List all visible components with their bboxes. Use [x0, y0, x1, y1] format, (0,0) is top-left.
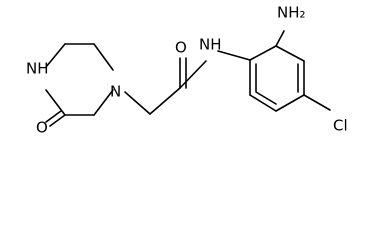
bond — [49, 114, 66, 127]
atom-label-o-ring: O — [36, 119, 48, 137]
bond — [275, 30, 285, 47]
bond — [217, 50, 251, 61]
atom-labels: NH₂ NH O NH N O Cl — [26, 4, 348, 137]
linker-chain — [124, 57, 207, 115]
piperazinone-ring — [45, 43, 114, 127]
bond — [124, 91, 151, 115]
bond — [275, 94, 305, 112]
bond — [249, 45, 277, 61]
bond — [45, 43, 66, 68]
atom-label-n-ring: N — [110, 83, 121, 101]
atom-label-nh-amide: NH — [199, 36, 222, 54]
bond — [179, 60, 207, 89]
molecule-structure: NH₂ NH O NH N O Cl — [26, 4, 348, 137]
bond — [93, 43, 114, 71]
bond — [303, 94, 331, 111]
atom-label-cl: Cl — [333, 117, 348, 135]
bond — [45, 110, 62, 123]
bond — [45, 89, 66, 116]
bond — [249, 94, 277, 112]
atom-label-nh-ring: NH — [26, 60, 49, 78]
bond — [255, 91, 277, 105]
bond — [275, 45, 305, 62]
bond — [149, 87, 181, 115]
chloroaniline-ring — [217, 30, 331, 112]
atom-label-nh2: NH₂ — [277, 4, 306, 22]
bond — [93, 89, 114, 116]
atom-label-o-amide: O — [175, 39, 187, 57]
